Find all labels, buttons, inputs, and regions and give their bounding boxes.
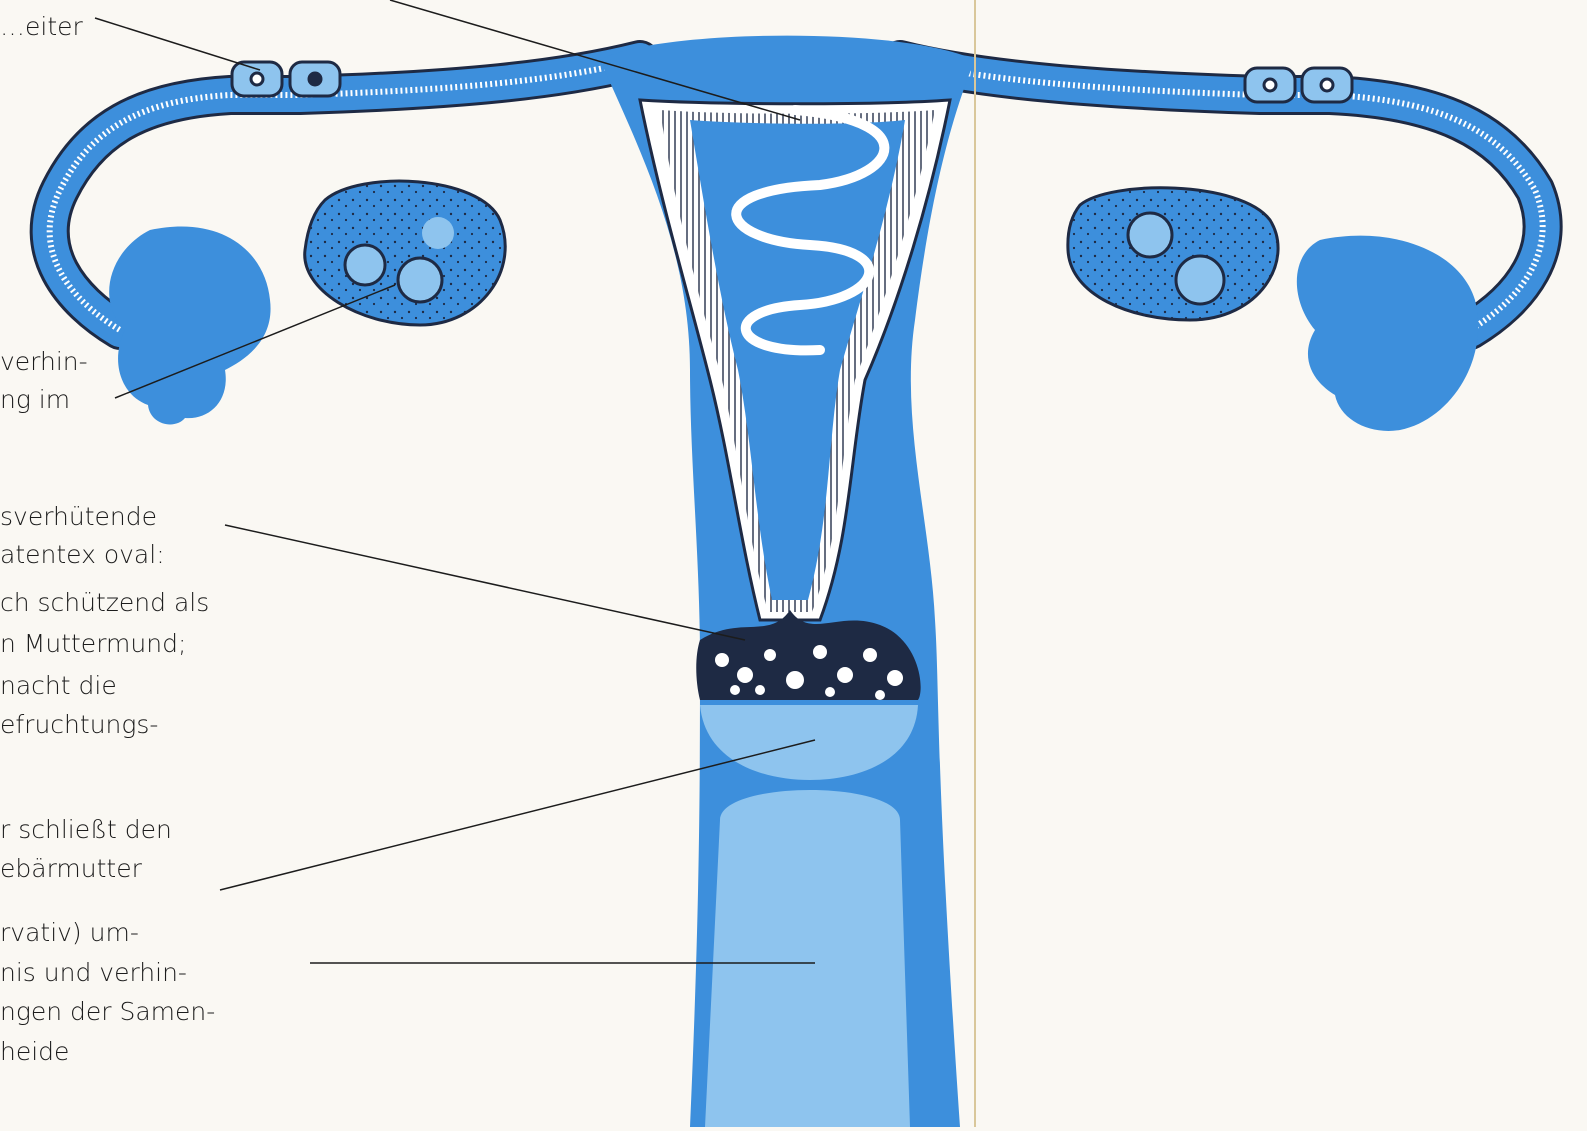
condom-label-line-4: heide	[0, 1035, 69, 1068]
sponge-label-line-3: ch schützend als	[0, 586, 209, 619]
sponge-label-line-1: sverhütende	[0, 500, 157, 533]
condom	[705, 790, 910, 1127]
tube-label-line-1: …eiter	[0, 10, 83, 43]
left-ovary	[305, 181, 505, 325]
sponge-label-line-2: atentex oval:	[0, 538, 165, 571]
right-fimbriae	[1297, 236, 1478, 431]
ovary-label-line-2: ng im	[0, 383, 70, 416]
condom-label-line-1: rvativ) um-	[0, 916, 139, 949]
sponge-label-line-6: efruchtungs-	[0, 708, 158, 741]
sponge-label-line-4: n Muttermund;	[0, 627, 186, 660]
right-ovary	[1068, 188, 1278, 320]
sponge-label-line-5: nacht die	[0, 669, 117, 702]
diaphragm-label-line-2: ebärmutter	[0, 852, 142, 885]
condom-label-line-2: nis und verhin-	[0, 956, 187, 989]
ovary-label-line-1: verhin-	[0, 345, 88, 378]
page-fold	[974, 0, 976, 1127]
left-fimbriae	[109, 226, 270, 424]
condom-label-line-3: ngen der Samen-	[0, 995, 215, 1028]
diaphragm-label-line-1: r schließt den	[0, 813, 172, 846]
